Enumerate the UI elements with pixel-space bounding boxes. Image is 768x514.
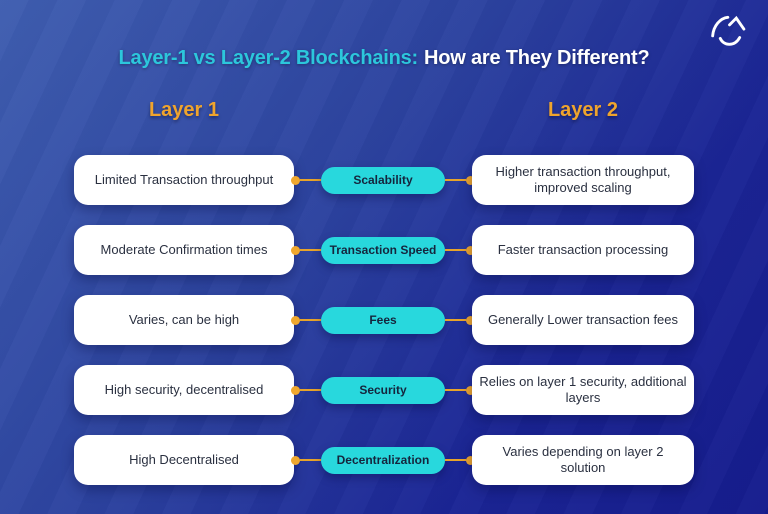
column-headers: Layer 1 Layer 2 bbox=[74, 99, 694, 122]
category-pill: Transaction Speed bbox=[321, 236, 445, 264]
category-pill: Decentralization bbox=[321, 446, 445, 474]
title-rest: How are They Different? bbox=[424, 47, 650, 69]
layer1-card: High Decentralised bbox=[74, 435, 294, 485]
layer1-card: Limited Transaction throughput bbox=[74, 155, 294, 205]
comparison-row-transaction-speed: Moderate Confirmation times Transaction … bbox=[74, 225, 694, 275]
category-pill: Fees bbox=[321, 306, 445, 334]
brand-swirl-logo-icon bbox=[711, 15, 746, 46]
layer2-card: Generally Lower transaction fees bbox=[472, 295, 694, 345]
connector-right bbox=[445, 385, 475, 395]
column-header-layer1: Layer 1 bbox=[148, 99, 220, 121]
connector-line bbox=[300, 249, 321, 251]
comparison-row-fees: Varies, can be high Fees Generally Lower… bbox=[74, 295, 694, 345]
infographic-page: Layer-1 vs Layer-2 Blockchains:How are T… bbox=[0, 0, 768, 485]
comparison-row-decentralization: High Decentralised Decentralization Vari… bbox=[74, 435, 694, 485]
connector-right bbox=[445, 245, 475, 255]
connector-dot bbox=[291, 245, 300, 255]
connector-left bbox=[291, 245, 321, 255]
connector-line bbox=[445, 319, 466, 321]
connector-dot bbox=[466, 175, 475, 185]
layer1-card: Varies, can be high bbox=[74, 295, 294, 345]
connector-line bbox=[300, 179, 321, 181]
connector-right bbox=[445, 455, 475, 465]
connector-left bbox=[291, 455, 321, 465]
connector-right bbox=[445, 175, 475, 185]
connector-line bbox=[300, 319, 321, 321]
layer2-card: Varies depending on layer 2 solution bbox=[472, 435, 694, 485]
connector-dot bbox=[466, 315, 475, 325]
connector-line bbox=[445, 459, 466, 461]
layer2-card: Relies on layer 1 security, additional l… bbox=[472, 365, 694, 415]
connector-line bbox=[300, 459, 321, 461]
layer1-card: Moderate Confirmation times bbox=[74, 225, 294, 275]
layer2-card: Higher transaction throughput, improved … bbox=[472, 155, 694, 205]
connector-left bbox=[291, 315, 321, 325]
comparison-row-security: High security, decentralised Security Re… bbox=[74, 365, 694, 415]
connector-line bbox=[445, 249, 466, 251]
category-pill: Scalability bbox=[321, 166, 445, 194]
title-highlight: Layer-1 vs Layer-2 Blockchains: bbox=[118, 47, 419, 69]
column-header-layer2: Layer 2 bbox=[547, 99, 619, 121]
connector-dot bbox=[291, 385, 300, 395]
connector-dot bbox=[466, 455, 475, 465]
connector-line bbox=[300, 389, 321, 391]
connector-dot bbox=[291, 315, 300, 325]
connector-line bbox=[445, 179, 466, 181]
connector-line bbox=[445, 389, 466, 391]
layer2-card: Faster transaction processing bbox=[472, 225, 694, 275]
connector-dot bbox=[466, 385, 475, 395]
connector-dot bbox=[291, 455, 300, 465]
connector-dot bbox=[291, 175, 300, 185]
page-title: Layer-1 vs Layer-2 Blockchains:How are T… bbox=[0, 0, 768, 70]
connector-dot bbox=[466, 245, 475, 255]
connector-left bbox=[291, 175, 321, 185]
layer1-card: High security, decentralised bbox=[74, 365, 294, 415]
comparison-row-scalability: Limited Transaction throughput Scalabili… bbox=[74, 155, 694, 205]
connector-right bbox=[445, 315, 475, 325]
category-pill: Security bbox=[321, 376, 445, 404]
connector-left bbox=[291, 385, 321, 395]
